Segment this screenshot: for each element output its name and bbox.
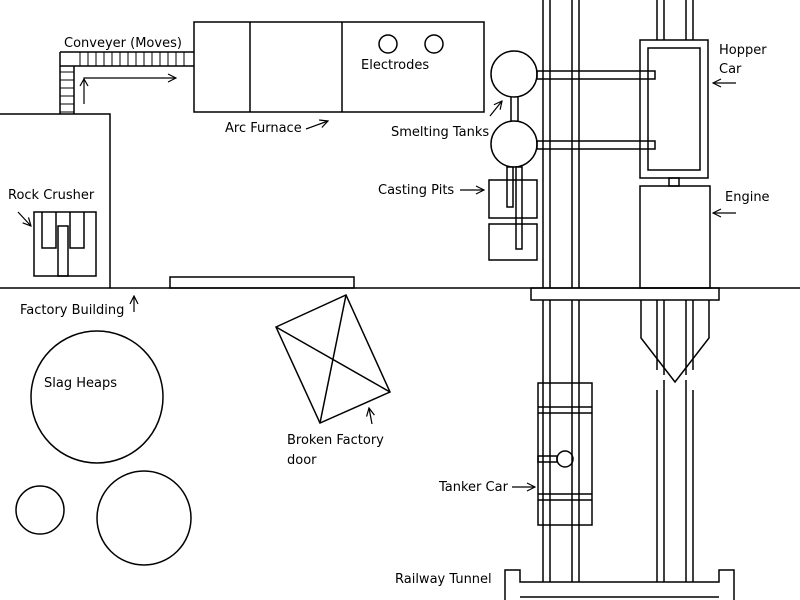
- tanker-car-label: Tanker Car: [438, 480, 509, 495]
- slag-heaps-label: Slag Heaps: [44, 376, 117, 391]
- rock-crusher-arrow: [17, 211, 31, 226]
- factory-floor-slab: [169, 276, 355, 289]
- broken-door-arrow: [369, 408, 372, 425]
- arc-furnace-label: Arc Furnace: [225, 121, 302, 136]
- factory-building-label: Factory Building: [20, 303, 124, 318]
- arc-furnace: [193, 21, 485, 113]
- railway-tracks-lower: [542, 300, 694, 582]
- conveyor: [59, 51, 194, 114]
- smelting-tanks: [490, 50, 656, 168]
- railway-tracks-upper: [542, 0, 694, 288]
- engine-label: Engine: [725, 190, 770, 205]
- tanker-car: [537, 382, 593, 526]
- slag-heap-medium: [96, 470, 192, 566]
- arc-furnace-arrow: [305, 121, 328, 130]
- station-platform: [530, 287, 720, 301]
- rock-crusher-label: Rock Crusher: [8, 188, 95, 203]
- casting-pits-label: Casting Pits: [378, 183, 454, 198]
- engine: [639, 185, 711, 384]
- slag-heap-large: [30, 330, 164, 464]
- electrode-right: [424, 34, 444, 54]
- railway-tunnel: [504, 569, 735, 600]
- broken-factory-door: [275, 294, 391, 424]
- hopper-car-label-line1: Hopper: [719, 43, 767, 58]
- smelting-tanks-label: Smelting Tanks: [391, 125, 489, 140]
- electrodes-label: Electrodes: [361, 58, 429, 73]
- factory-building: [0, 113, 111, 289]
- conveyor-up-arrowhead: [79, 77, 89, 87]
- broken-door-label-line2: door: [287, 453, 317, 468]
- casting-pits: [488, 166, 538, 261]
- railway-tunnel-label: Railway Tunnel: [395, 572, 492, 587]
- rock-crusher: [33, 211, 97, 277]
- hopper-car: [639, 39, 709, 187]
- conveyor-direction-arrow: [83, 78, 176, 104]
- electrode-left: [378, 34, 398, 54]
- smelting-tanks-arrow: [489, 101, 502, 117]
- conveyor-label: Conveyer (Moves): [64, 36, 182, 51]
- broken-door-label-line1: Broken Factory: [287, 433, 384, 448]
- hopper-car-label-line2: Car: [719, 62, 742, 77]
- slag-heap-small: [15, 485, 65, 535]
